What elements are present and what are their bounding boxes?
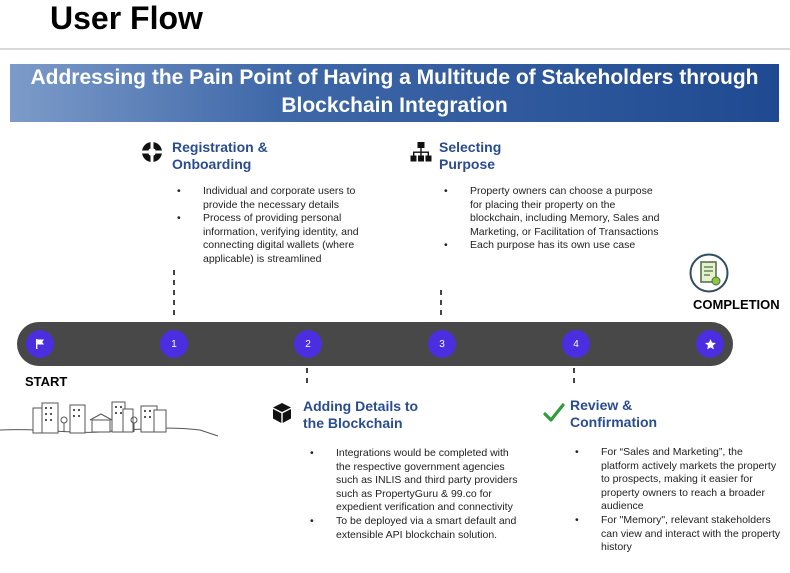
list-item: For “Sales and Marketing”, the platform … bbox=[571, 446, 783, 514]
connector-step-3 bbox=[440, 290, 442, 318]
list-item: Individual and corporate users to provid… bbox=[173, 185, 383, 212]
timeline-node-1: 1 bbox=[160, 330, 188, 358]
timeline-bar: 1 2 3 4 bbox=[17, 322, 733, 366]
connector-step-2 bbox=[306, 368, 308, 388]
step-1-title: Registration & Onboarding bbox=[172, 139, 268, 172]
step-3-title: Selecting Purpose bbox=[439, 139, 502, 172]
connector-step-1 bbox=[173, 270, 175, 316]
banner-line-2: Blockchain Integration bbox=[281, 94, 508, 117]
list-item: Property owners can choose a purpose for… bbox=[440, 185, 662, 239]
start-label: START bbox=[25, 374, 68, 389]
title-divider bbox=[0, 48, 790, 50]
page-title: User Flow bbox=[50, 0, 203, 36]
city-skyline-illustration bbox=[0, 401, 219, 437]
step-4-bullets: For “Sales and Marketing”, the platform … bbox=[571, 446, 783, 555]
flag-icon bbox=[36, 339, 44, 349]
step-1-bullets: Individual and corporate users to provid… bbox=[173, 185, 383, 267]
checkmark-icon bbox=[543, 403, 565, 422]
step-3-bullets: Property owners can choose a purpose for… bbox=[440, 185, 662, 253]
banner: Addressing the Pain Point of Having a Mu… bbox=[10, 64, 779, 122]
completion-label: COMPLETION bbox=[693, 297, 780, 312]
star-icon bbox=[704, 338, 716, 349]
step-2-title: Adding Details to the Blockchain bbox=[303, 398, 419, 431]
list-item: Each purpose has its own use case bbox=[440, 239, 662, 253]
start-node bbox=[26, 330, 54, 358]
registration-icon bbox=[142, 142, 162, 162]
list-item: Process of providing personal informatio… bbox=[173, 212, 383, 266]
step-2-bullets: Integrations would be completed with the… bbox=[306, 447, 526, 542]
document-check-icon bbox=[689, 253, 729, 293]
timeline-node-2: 2 bbox=[294, 330, 322, 358]
connector-step-4 bbox=[573, 368, 575, 388]
timeline-node-3: 3 bbox=[428, 330, 456, 358]
timeline-node-4: 4 bbox=[562, 330, 590, 358]
list-item: For "Memory", relevant stakeholders can … bbox=[571, 514, 783, 555]
hierarchy-icon bbox=[410, 142, 432, 162]
list-item: Integrations would be completed with the… bbox=[306, 447, 526, 515]
list-item: To be deployed via a smart default and e… bbox=[306, 515, 526, 542]
banner-line-1: Addressing the Pain Point of Having a Mu… bbox=[30, 66, 759, 89]
step-4-title: Review & Confirmation bbox=[570, 397, 658, 430]
end-node bbox=[696, 330, 724, 358]
cube-icon bbox=[273, 403, 291, 423]
